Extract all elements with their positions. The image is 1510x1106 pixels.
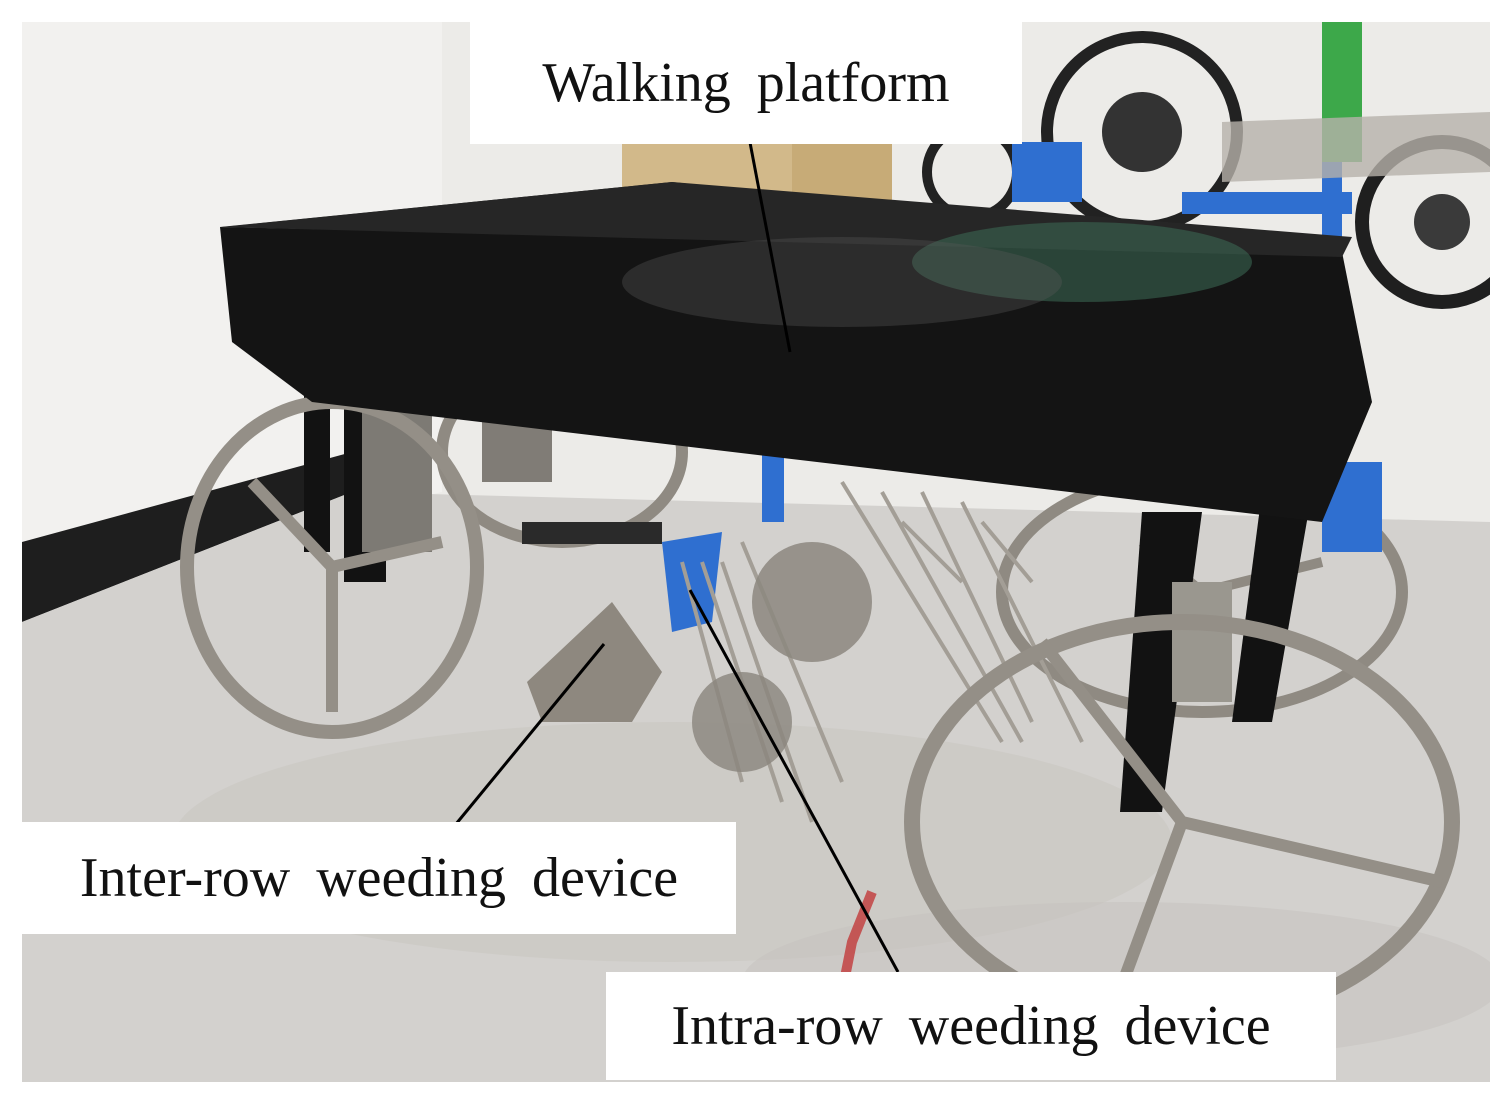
- label-inter-row-text: Inter-row weeding device: [79, 847, 679, 909]
- label-walking-platform-text: Walking platform: [542, 52, 950, 114]
- label-walking-platform: Walking platform: [470, 22, 1022, 144]
- label-intra-row-text: Intra-row weeding device: [671, 995, 1271, 1057]
- label-intra-row-device: Intra-row weeding device: [606, 972, 1336, 1080]
- rotary-rotor: [752, 542, 872, 662]
- label-inter-row-device: Inter-row weeding device: [22, 822, 736, 934]
